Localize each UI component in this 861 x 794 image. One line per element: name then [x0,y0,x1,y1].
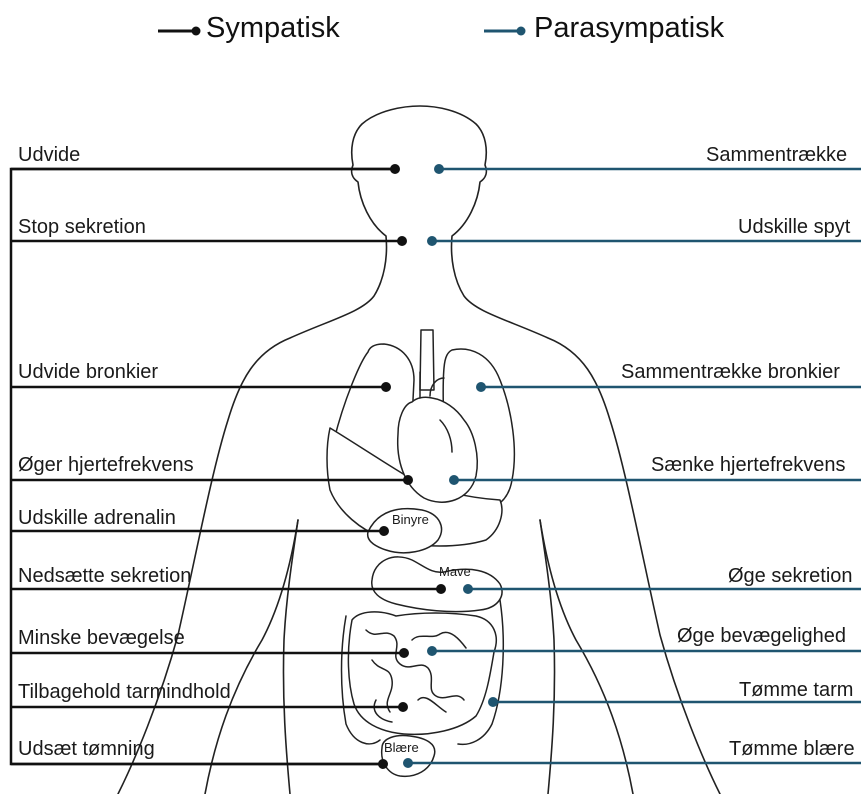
parasympathetic-row-stomach: Øge sekretion [463,565,861,594]
parasympathetic-dot-lungs [476,382,486,392]
sympathetic-row-lungs: Udvide bronkier [11,361,391,392]
sympathetic-row-eye: Udvide [11,144,400,174]
sympathetic-dot-lungs [381,382,391,392]
organ-label-adrenal: Binyre [392,512,429,527]
legend-sympathetic-label: Sympatisk [206,12,340,44]
sympathetic-label-eye: Udvide [18,144,80,166]
sympathetic-row-bladder: Udsæt tømning [11,738,388,769]
organs [327,330,514,776]
sympathetic-row-salivary: Stop sekretion [11,216,407,246]
legend-parasympathetic: Parasympatisk [484,12,725,44]
legend: Sympatisk Parasympatisk [158,12,725,44]
stomach [372,557,502,612]
legend-parasympathetic-dot [517,27,526,36]
parasympathetic-dot-heart [449,475,459,485]
parasympathetic-dot-intestine [427,646,437,656]
organ-label-stomach: Mave [439,564,471,579]
parasympathetic-dot-salivary [427,236,437,246]
parasympathetic-row-eye: Sammentrække [434,144,861,174]
legend-sympathetic-dot [192,27,201,36]
sympathetic-label-lungs: Udvide bronkier [18,361,158,383]
parasympathetic-dot-stomach [463,584,473,594]
sympathetic-dot-salivary [397,236,407,246]
sympathetic-label-stomach: Nedsætte sekretion [18,565,191,587]
parasympathetic-label-lungs: Sammentrække bronkier [621,361,840,383]
sympathetic-dot-eye [390,164,400,174]
sympathetic-label-colon: Tilbagehold tarmindhold [18,681,231,703]
parasympathetic-label-bladder: Tømme blære [729,738,855,760]
sympathetic-label-heart: Øger hjertefrekvens [18,454,194,476]
trachea [420,330,434,390]
sympathetic-row-adrenal: Udskille adrenalin [11,507,389,536]
parasympathetic-row-lungs: Sammentrække bronkier [476,361,861,392]
legend-parasympathetic-label: Parasympatisk [534,12,725,44]
sympathetic-dot-adrenal [379,526,389,536]
sympathetic-dot-colon [398,702,408,712]
parasympathetic-label-eye: Sammentrække [706,144,847,166]
sympathetic-dot-heart [403,475,413,485]
sympathetic-dot-intestine [399,648,409,658]
organ-label-bladder: Blære [384,740,419,755]
parasympathetic-dot-colon [488,697,498,707]
sympathetic-row-colon: Tilbagehold tarmindhold [11,681,408,712]
sympathetic-label-bladder: Udsæt tømning [18,738,155,760]
sympathetic-label-intestine: Minske bevægelse [18,627,185,649]
sympathetic-dot-stomach [436,584,446,594]
sympathetic-label-adrenal: Udskille adrenalin [18,507,176,529]
sympathetic-dot-bladder [378,759,388,769]
parasympathetic-label-salivary: Udskille spyt [738,216,851,238]
small-intestine [348,612,496,734]
sympathetic-label-salivary: Stop sekretion [18,216,146,238]
parasympathetic-dot-bladder [403,758,413,768]
parasympathetic-label-intestine: Øge bevægelighed [677,625,846,647]
parasympathetic-label-heart: Sænke hjertefrekvens [651,454,846,476]
parasympathetic-dot-eye [434,164,444,174]
legend-sympathetic: Sympatisk [158,12,340,44]
parasympathetic-row-salivary: Udskille spyt [427,216,861,246]
parasympathetic-label-stomach: Øge sekretion [728,565,853,587]
parasympathetic-label-colon: Tømme tarm [739,679,853,701]
